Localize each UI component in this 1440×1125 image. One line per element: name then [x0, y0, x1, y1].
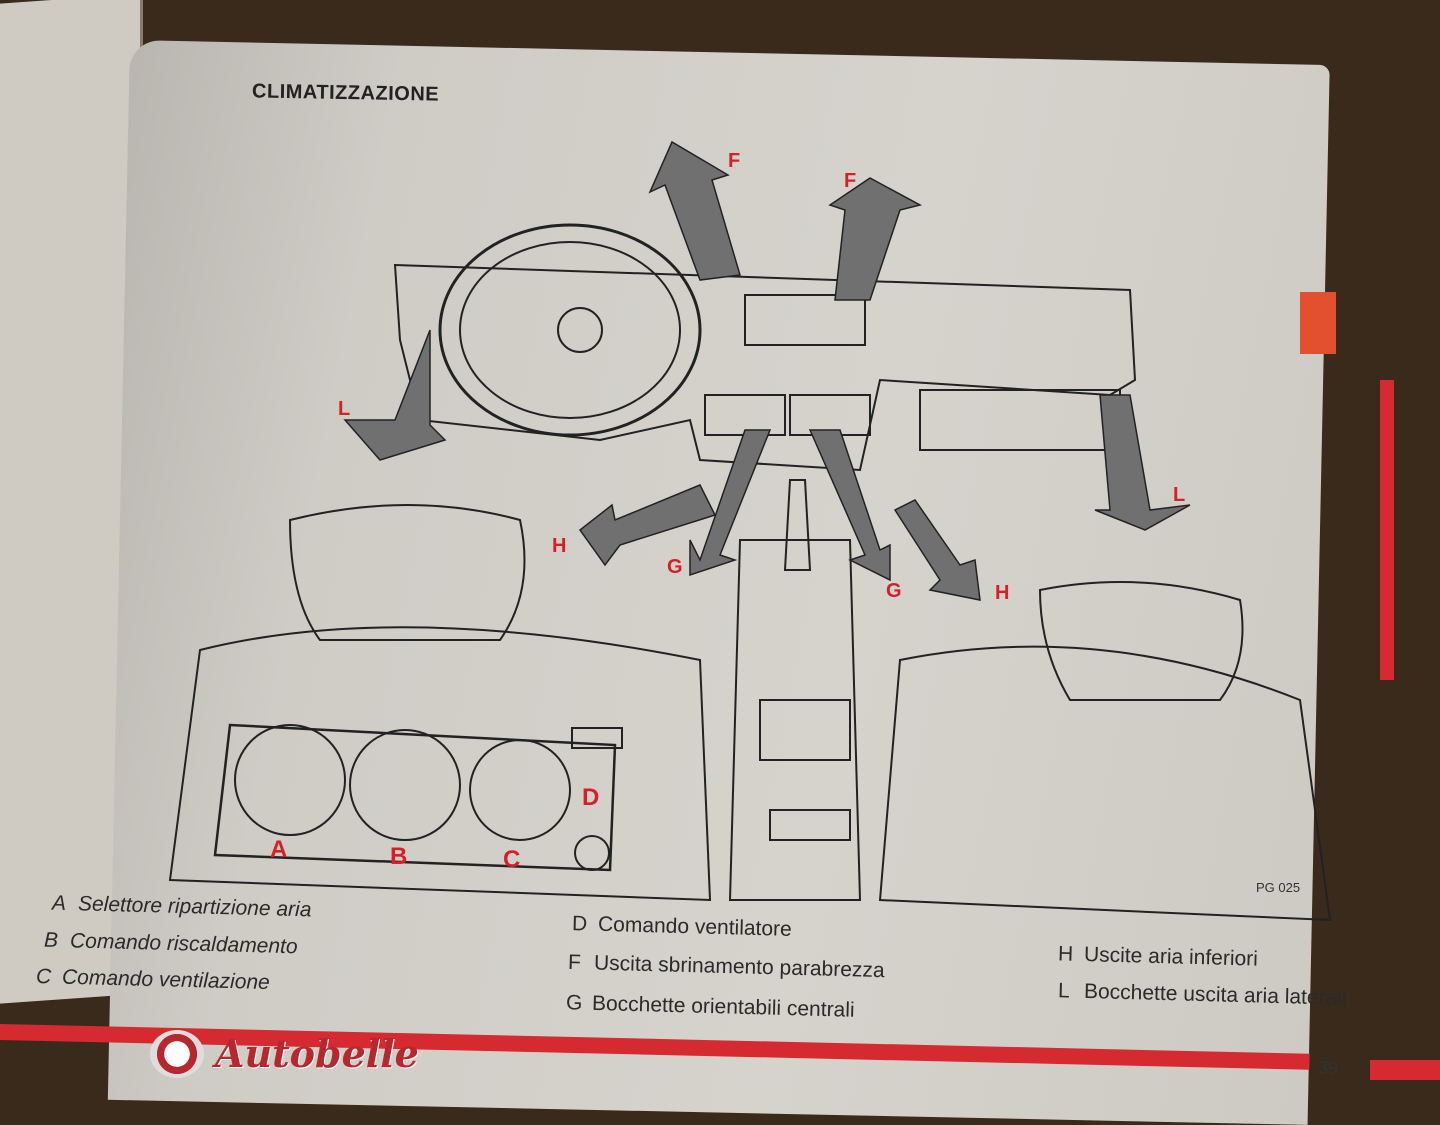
legend-key: F: [567, 950, 582, 975]
legend-key: H: [1057, 942, 1074, 966]
watermark-logo-icon: [150, 1030, 204, 1078]
knob-d: [574, 835, 610, 871]
legend-key: C: [35, 964, 52, 989]
label-h-right: H: [995, 582, 1010, 604]
legend-key: B: [43, 928, 59, 953]
arrow-h-left: [578, 484, 717, 567]
center-vent-right: [789, 394, 871, 436]
legend-text: Comando ventilatore: [597, 912, 793, 941]
recirculation-switch: [571, 727, 623, 749]
right-seat-back: [878, 645, 1332, 922]
legend-key: L: [1057, 979, 1071, 1003]
footer-red-bar-end: [1370, 1060, 1440, 1080]
arrow-l-right: [1094, 394, 1191, 531]
center-vent-left: [704, 394, 786, 436]
label-l-right: L: [1173, 484, 1186, 506]
label-a: A: [270, 836, 288, 863]
glovebox: [919, 389, 1121, 451]
label-g-left: G: [667, 556, 683, 578]
arrow-l-left: [343, 329, 447, 461]
legend-text: Uscite aria inferiori: [1083, 943, 1259, 971]
arrow-g-left: [689, 429, 772, 577]
steering-hub: [557, 307, 603, 353]
label-f-right: F: [844, 170, 857, 192]
figure-code: PG 025: [1256, 880, 1301, 895]
left-seat: [288, 504, 526, 641]
watermark-text: Autobelle: [215, 1031, 419, 1076]
console-tray: [769, 809, 851, 841]
arrow-h-right: [893, 499, 981, 601]
knob-c: [469, 739, 571, 841]
center-display: [744, 294, 866, 346]
legend-key: D: [571, 912, 588, 936]
label-d: D: [582, 784, 600, 811]
arrow-f-left: [648, 140, 741, 281]
label-f-left: F: [728, 150, 741, 172]
label-c: C: [503, 846, 521, 873]
arrow-f-right: [828, 177, 923, 301]
steering-wheel-inner: [459, 241, 681, 419]
airflow-arrows: [343, 140, 1191, 601]
steering-wheel: [438, 223, 702, 437]
label-h-left: H: [552, 535, 567, 557]
right-seat: [1038, 581, 1244, 701]
console-switches: [759, 699, 851, 761]
section-tab: [1300, 292, 1336, 354]
legend-key: G: [565, 991, 583, 1015]
legend-text: Comando riscaldamento: [69, 929, 298, 959]
legend-key: A: [51, 891, 67, 915]
arrow-g-right: [808, 429, 891, 582]
legend-text: Selettore ripartizione aria: [77, 892, 312, 922]
left-seat-back: [168, 626, 712, 902]
dashboard-illustration: [168, 140, 1332, 922]
label-b: B: [390, 843, 408, 870]
center-console: [728, 539, 862, 901]
legend-text: Comando ventilazione: [61, 965, 271, 995]
page-number: 39: [1318, 1058, 1339, 1078]
knob-b: [349, 729, 461, 841]
gear-lever: [783, 479, 812, 571]
page-edge-marks: [1380, 380, 1394, 680]
knob-a: [234, 724, 346, 836]
label-g-right: G: [886, 580, 902, 602]
label-l-left: L: [338, 398, 351, 420]
control-panel: [213, 723, 617, 872]
